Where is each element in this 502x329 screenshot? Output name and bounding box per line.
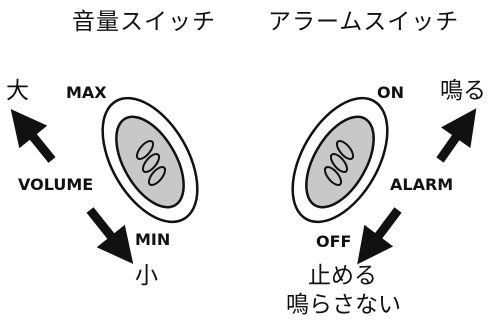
- volume-min-label: MIN: [135, 230, 171, 249]
- volume-switch-title: 音量スイッチ: [72, 9, 216, 35]
- volume-max-label: MAX: [66, 83, 107, 102]
- volume-up-label: 大: [6, 78, 29, 104]
- alarm-switch-label: ALARM: [390, 175, 454, 194]
- alarm-on-label: ON: [377, 83, 404, 102]
- alarm-off-label: OFF: [316, 232, 352, 251]
- alarm-on-arrow-icon: [436, 108, 477, 163]
- alarm-switch-knob: [305, 115, 375, 209]
- alarm-switch-title: アラームスイッチ: [268, 9, 460, 35]
- volume-down-arrow-icon: [86, 207, 134, 265]
- volume-up-arrow-icon: [10, 109, 56, 163]
- alarm-off-arrow-icon: [357, 207, 402, 265]
- volume-switch: [101, 96, 199, 224]
- alarm-switch: [291, 96, 389, 224]
- volume-switch-knob: [115, 115, 185, 209]
- volume-switch-label: VOLUME: [18, 175, 94, 194]
- alarm-off-action-label-line1: 止める: [308, 263, 377, 289]
- volume-knob-grip-icon: [135, 139, 167, 187]
- volume-down-label: 小: [135, 263, 158, 289]
- alarm-on-action-label: 鳴る: [440, 78, 486, 104]
- alarm-off-action-label-line2: 鳴らさない: [286, 292, 401, 318]
- alarm-knob-grip-icon: [323, 139, 355, 187]
